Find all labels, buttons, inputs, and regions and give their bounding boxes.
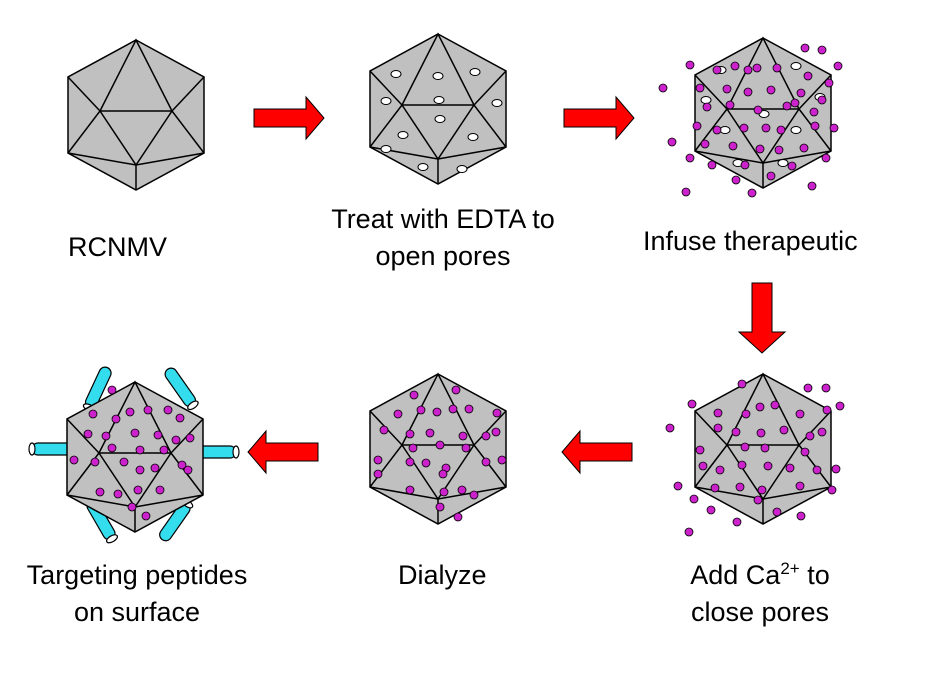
arrow-step1-to-step2 — [253, 95, 325, 141]
payload-dots-dialyzed — [373, 385, 507, 522]
label-targeting-peptides: Targeting peptides on surface — [2, 557, 272, 631]
label-dialyze: Dialyze — [398, 560, 487, 590]
label-rcnmv: RCNMV — [68, 232, 167, 262]
arrow-step5-to-step6 — [247, 429, 319, 475]
payload-dots-targeted — [69, 385, 195, 521]
arrows — [247, 95, 787, 475]
label-infuse-therapeutic: Infuse therapeutic — [643, 226, 858, 256]
label-add-calcium-line2: close pores — [690, 597, 830, 627]
arrow-step4-to-step5 — [561, 429, 633, 475]
label-targeting-peptides-line2: on surface — [73, 597, 201, 627]
payload-dots-closed — [665, 379, 845, 537]
capsid-rcnmv — [67, 39, 205, 191]
label-treat-edta-line2: open pores — [375, 241, 511, 271]
label-targeting-peptides-line1: Targeting peptides — [26, 560, 248, 590]
label-add-calcium-line1: Add Ca2+ to — [690, 559, 830, 590]
label-treat-edta-line1: Treat with EDTA to — [331, 204, 555, 234]
capsid-dialyzed — [369, 373, 507, 525]
arrow-step3-to-step4 — [737, 282, 787, 354]
label-treat-edta: Treat with EDTA to open pores — [308, 201, 578, 275]
label-add-calcium: Add Ca2+ to close pores — [660, 557, 860, 631]
arrow-step2-to-step3 — [563, 95, 635, 141]
capsid-open-pores — [369, 33, 507, 185]
payload-dots-infused — [658, 43, 843, 198]
calcium-charge: 2+ — [780, 559, 800, 578]
pores — [380, 68, 503, 173]
